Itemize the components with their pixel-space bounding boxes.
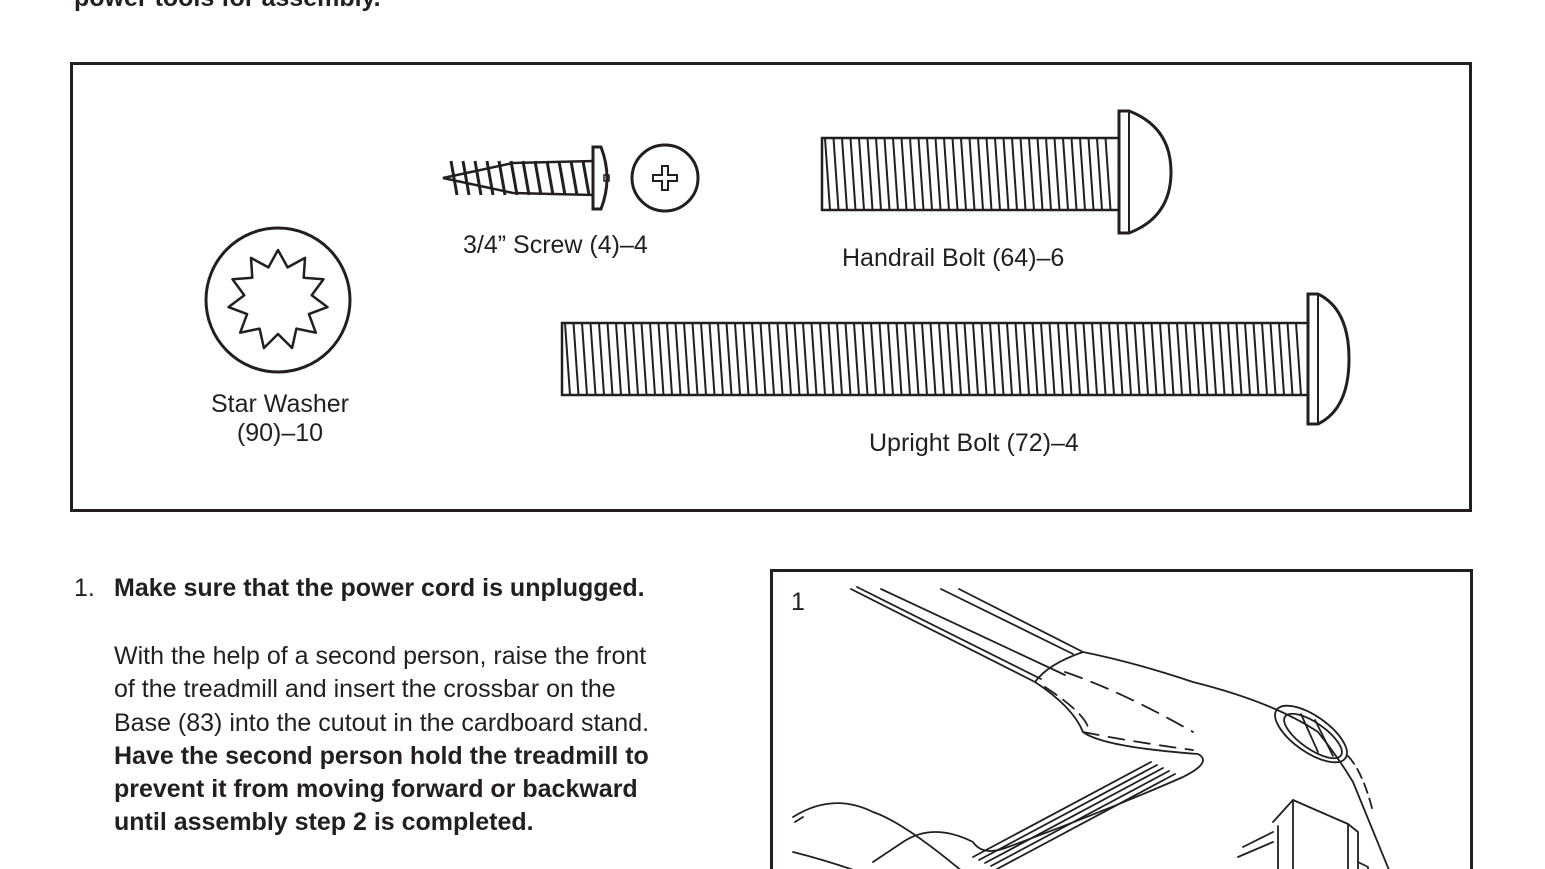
screw-label: 3/4” Screw (4)–4 [463, 231, 648, 259]
warning-line: until assembly step 2 is completed. [114, 808, 534, 837]
instruction-line: With the help of a second person, raise … [114, 642, 647, 670]
instruction-line: Base (83) into the cutout in the cardboa… [114, 708, 650, 737]
instruction-line: of the treadmill and insert the crossbar… [114, 675, 616, 704]
upright-bolt-drawing [560, 292, 1351, 426]
warning-line: Have the second person hold the treadmil… [114, 741, 649, 770]
intro-continued-text: power tools for assembly. [74, 0, 381, 13]
assembly-figure: 1 [770, 569, 1473, 869]
star-washer-drawing [204, 226, 352, 374]
screw-drawing [442, 143, 700, 213]
upright-bolt-label: Upright Bolt (72)–4 [869, 429, 1079, 457]
star-washer-label: Star Washer (90)–10 [197, 390, 363, 448]
treadmill-base-drawing [792, 586, 1390, 869]
star-washer-label-line1: Star Washer [210, 390, 349, 418]
warning-line: prevent it from moving forward or backwa… [114, 775, 638, 804]
figure-number: 1 [791, 588, 805, 616]
step-number: 1. [74, 574, 95, 602]
star-washer-label-line2: (90)–10 [236, 419, 324, 447]
handrail-bolt-drawing [820, 109, 1173, 235]
parts-identification-box: 3/4” Screw (4)–4 Handrail Bolt (64)–6 St… [70, 62, 1472, 512]
step-heading: Make sure that the power cord is unplugg… [114, 574, 645, 602]
parts-drawings [204, 109, 1351, 426]
step-instructions: With the help of a second person, raise … [114, 640, 734, 840]
handrail-bolt-label: Handrail Bolt (64)–6 [842, 244, 1065, 272]
